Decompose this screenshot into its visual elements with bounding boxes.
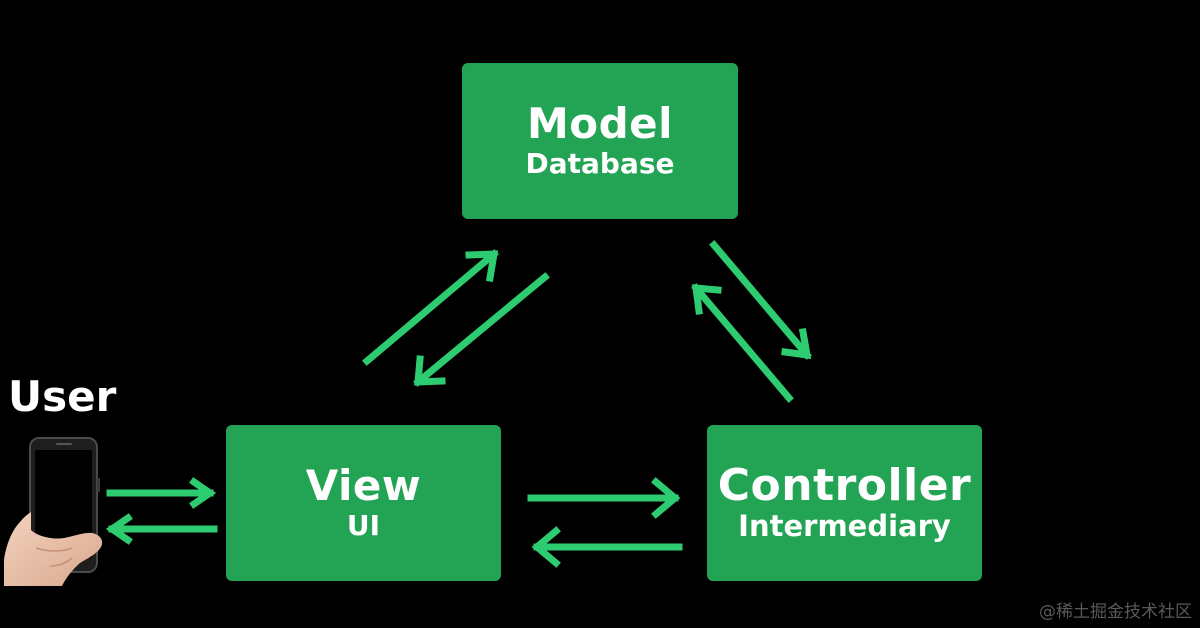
controller-box: Controller Intermediary — [707, 425, 982, 581]
model-title: Model — [526, 99, 674, 148]
arrow-user-to-view — [106, 477, 217, 509]
arrow-view-to-model — [362, 249, 499, 366]
phone-in-hand-icon — [4, 437, 103, 586]
controller-subtitle: Intermediary — [738, 509, 951, 543]
user-label: User — [8, 372, 117, 421]
arrow-model-to-view — [413, 272, 550, 387]
model-box: Model Database — [462, 63, 738, 219]
model-subtitle: Database — [525, 147, 675, 180]
arrow-controller-to-model — [691, 283, 794, 403]
view-title: View — [305, 461, 422, 510]
arrow-model-to-controller — [709, 240, 812, 360]
arrow-view-to-user — [105, 513, 218, 545]
view-subtitle: UI — [346, 509, 381, 542]
arrow-controller-to-view — [531, 526, 683, 568]
arrow-view-to-controller — [527, 477, 681, 519]
controller-title: Controller — [717, 460, 972, 511]
view-box: View UI — [226, 425, 501, 581]
watermark: @稀土掘金技术社区 — [1039, 602, 1192, 622]
